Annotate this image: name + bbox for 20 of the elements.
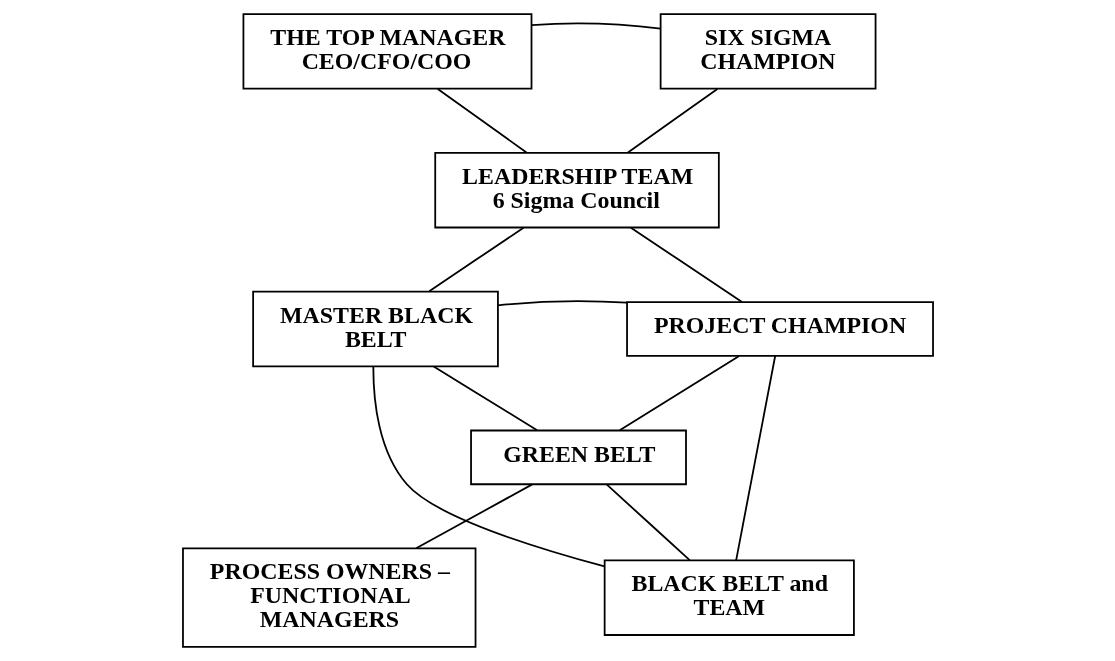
node-box: LEADERSHIP TEAM 6 Sigma Council	[433, 151, 720, 229]
connector	[432, 365, 538, 432]
node-box: SIX SIGMA CHAMPION	[659, 13, 876, 90]
connector	[605, 483, 691, 561]
connector	[371, 365, 605, 568]
connector	[530, 22, 661, 30]
connector	[734, 355, 776, 562]
node-box: MASTER BLACK BELT	[251, 290, 499, 368]
connector	[496, 300, 628, 307]
node-box: GREEN BELT	[469, 429, 687, 486]
connector	[414, 483, 533, 550]
node-box: PROCESS OWNERS – FUNCTIONAL MANAGERS	[181, 547, 476, 648]
node-box: THE TOP MANAGER CEO/CFO/COO	[242, 13, 532, 90]
connector	[629, 226, 743, 303]
node-box: PROJECT CHAMPION	[625, 301, 934, 357]
connector	[436, 88, 527, 154]
connector	[427, 226, 524, 293]
node-box: BLACK BELT and TEAM	[603, 559, 855, 636]
connector	[618, 355, 740, 432]
connector	[626, 88, 718, 154]
